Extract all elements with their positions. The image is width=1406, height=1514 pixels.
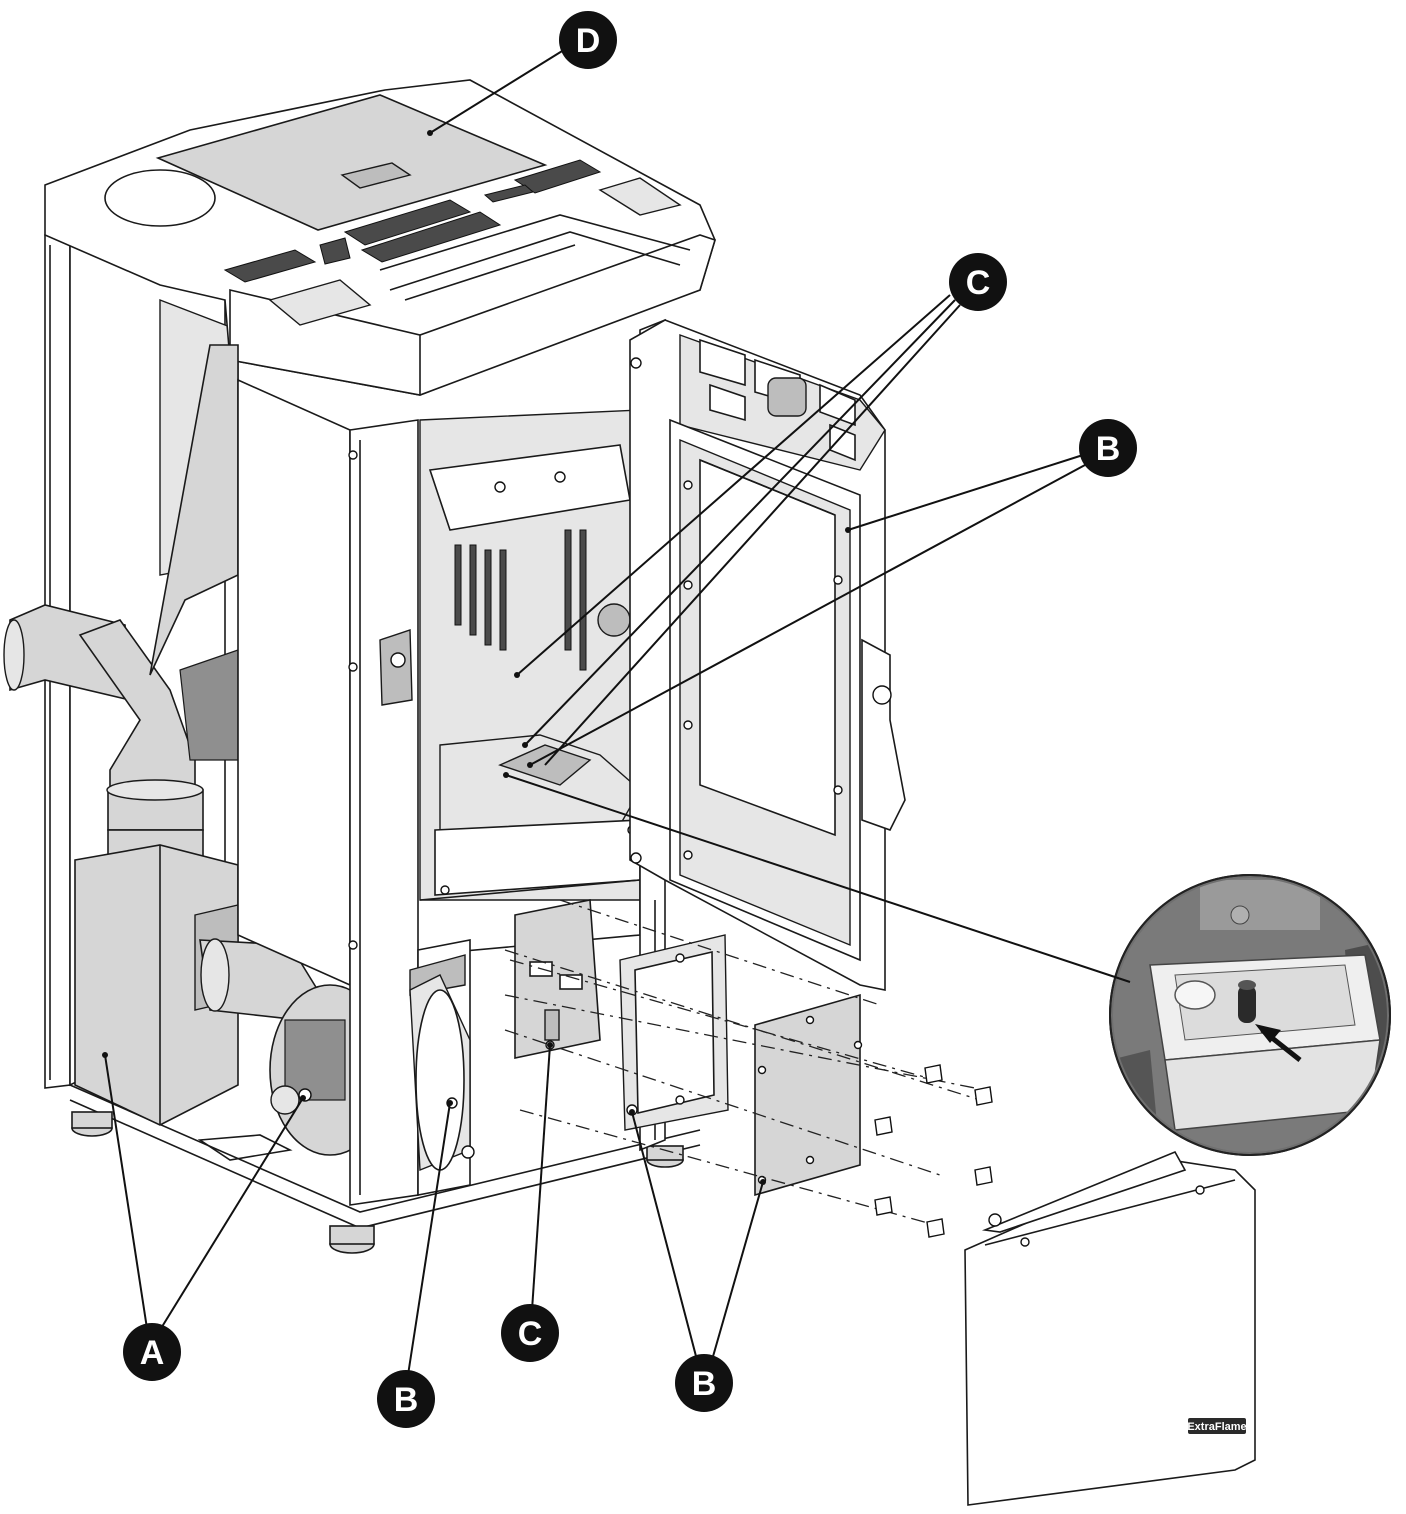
- svg-text:C: C: [966, 264, 991, 302]
- screws: [874, 1064, 993, 1238]
- callout-d-top: D: [559, 11, 617, 69]
- callouts: D C B A B C B: [123, 11, 1137, 1428]
- svg-text:A: A: [140, 1334, 165, 1372]
- top-cover: [44, 79, 716, 396]
- brand-plate-text: ExtraFlame: [1187, 1421, 1246, 1433]
- callout-b-lower-left: B: [377, 1370, 435, 1428]
- front-left-pillar: [237, 378, 351, 987]
- brand-plate: [1188, 1418, 1246, 1434]
- leader-lines: [102, 47, 1131, 1376]
- top-lid-panel-d: [155, 94, 548, 231]
- stove-body: [3, 79, 716, 1254]
- combustion-chamber: [419, 409, 651, 956]
- inspection-panel-c: [514, 899, 601, 1059]
- callout-a-lower: A: [123, 1323, 181, 1381]
- svg-text:D: D: [576, 22, 601, 60]
- svg-text:B: B: [1096, 430, 1121, 468]
- exploded-parts: ExtraFlame: [504, 899, 1256, 1506]
- svg-text:B: B: [394, 1381, 419, 1419]
- stove-door: [629, 319, 906, 991]
- cover-plate-b: [754, 993, 861, 1197]
- callout-c-lower: C: [501, 1304, 559, 1362]
- svg-text:C: C: [518, 1315, 543, 1353]
- callout-c-upper: C: [949, 253, 1007, 311]
- stove-feet: [71, 1111, 684, 1254]
- zoom-detail: [1109, 874, 1391, 1156]
- callout-b-lower-right: B: [675, 1354, 733, 1412]
- svg-text:B: B: [692, 1365, 717, 1403]
- callout-b-upper: B: [1079, 419, 1137, 477]
